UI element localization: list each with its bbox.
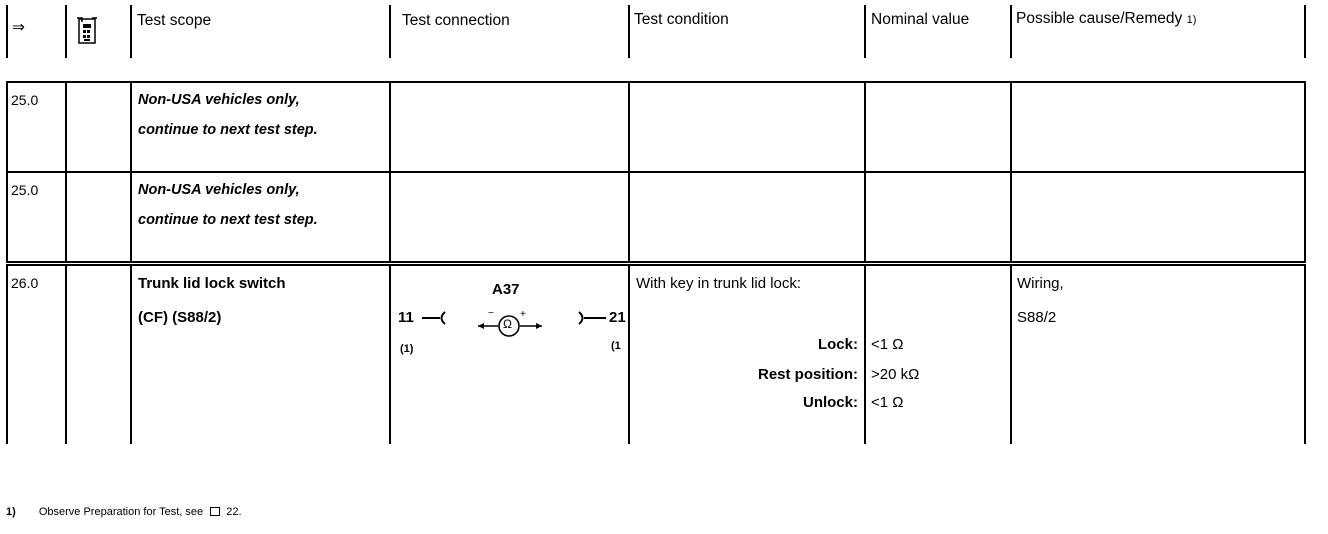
test-scope-line-2: continue to next test step. <box>138 122 318 138</box>
cell-divider <box>1010 81 1012 173</box>
cell-divider <box>130 171 132 263</box>
table-row <box>6 171 1306 263</box>
pin-right-label: 21 <box>609 309 626 326</box>
cell-divider <box>389 171 391 263</box>
test-scope-line-1: Trunk lid lock switch <box>138 275 286 292</box>
footnote-marker: 1) <box>6 506 16 518</box>
right-connector-icon <box>576 310 606 330</box>
footnote: 1) Observe Preparation for Test, see 22. <box>6 506 242 518</box>
module-label: A37 <box>492 281 520 298</box>
cell-divider <box>628 81 630 173</box>
header-rule-7 <box>1010 5 1012 58</box>
condition-label: Lock: <box>817 336 858 353</box>
remedy-line-2: S88/2 <box>1017 309 1057 326</box>
nominal-value: <1 Ω <box>871 394 904 411</box>
cell-divider <box>1010 171 1012 263</box>
tester-icon <box>76 16 98 50</box>
cell-divider <box>65 171 67 263</box>
test-scope-line-2: (CF) (S88/2) <box>138 309 222 326</box>
nominal-value: <1 Ω <box>871 336 904 353</box>
header-test-connection: Test connection <box>402 12 510 29</box>
header-footnote-ref: 1) <box>1186 14 1197 26</box>
header-rule-2 <box>65 5 67 58</box>
cell-divider <box>628 264 630 444</box>
cell-divider <box>6 264 8 444</box>
cell-divider <box>1010 264 1012 444</box>
step-number: 25.0 <box>11 92 39 108</box>
step-number: 25.0 <box>11 182 39 198</box>
header-test-condition: Test condition <box>634 11 729 28</box>
note-right-label: (1 <box>611 340 621 352</box>
cell-divider <box>130 81 132 173</box>
header-possible-cause: Possible cause/Remedy 1) <box>1016 10 1197 27</box>
header-nominal-value: Nominal value <box>871 11 970 28</box>
header-rule-5 <box>628 5 630 58</box>
test-scope-line-2: continue to next test step. <box>138 212 318 228</box>
header-rule-6 <box>864 5 866 58</box>
ohm-symbol: Ω <box>503 317 512 331</box>
minus-sign: − <box>488 308 494 319</box>
header-test-scope: Test scope <box>137 12 212 29</box>
condition-intro: With key in trunk lid lock: <box>636 275 802 292</box>
header-rule-4 <box>389 5 391 58</box>
note-left-label: (1) <box>400 343 414 355</box>
nominal-value: >20 kΩ <box>871 366 920 383</box>
header-rule-8 <box>1304 5 1306 58</box>
header-rule-3 <box>130 5 132 58</box>
cell-divider <box>1304 264 1306 444</box>
arrow-symbol: ⇒ <box>12 19 25 36</box>
ohmmeter-icon <box>476 312 544 344</box>
cell-divider <box>864 171 866 263</box>
cell-divider <box>65 264 67 444</box>
cell-divider <box>389 81 391 173</box>
test-scope-line-1: Non-USA vehicles only, <box>138 182 300 198</box>
cell-divider <box>65 81 67 173</box>
footnote-text: Observe Preparation for Test, see <box>38 506 204 518</box>
plus-sign: + <box>520 309 526 320</box>
cell-divider <box>130 264 132 444</box>
test-scope-line-1: Non-USA vehicles only, <box>138 92 300 108</box>
page-reference-icon <box>210 507 221 516</box>
pin-left-label: 11 <box>398 309 414 326</box>
header-rule-1 <box>6 5 8 58</box>
cell-divider <box>389 264 391 444</box>
cell-divider <box>864 264 866 444</box>
condition-label: Unlock: <box>802 394 858 411</box>
cell-divider <box>864 81 866 173</box>
remedy-line-1: Wiring, <box>1017 275 1064 292</box>
footnote-page: 22. <box>226 506 242 518</box>
row-top-rule <box>6 264 1306 266</box>
condition-label: Rest position: <box>758 366 858 383</box>
left-connector-icon <box>420 310 448 330</box>
cell-divider <box>628 171 630 263</box>
step-number: 26.0 <box>11 275 39 291</box>
